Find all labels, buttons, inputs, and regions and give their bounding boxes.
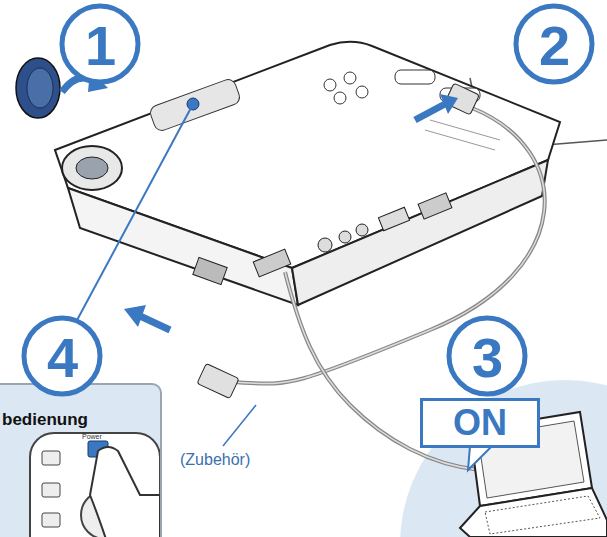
callout-number: 1: [85, 18, 116, 74]
remote-button: [42, 483, 60, 497]
button: [344, 72, 356, 84]
inlet-arrow: [140, 316, 170, 330]
plug-arrow-head: [440, 94, 458, 114]
port: [318, 238, 332, 252]
button: [324, 79, 336, 91]
lens-cap-inner: [27, 68, 53, 108]
speech-tail: [468, 446, 492, 470]
panel-heading: bedienung: [2, 411, 88, 428]
button: [356, 86, 368, 98]
remote-panel: bedienung: [0, 383, 162, 537]
power-button: [187, 98, 199, 110]
inlet-arrow-head: [124, 305, 146, 327]
remote-body: [30, 433, 160, 537]
callout-circle: [62, 6, 138, 82]
port: [378, 207, 409, 230]
plug-arrow: [415, 104, 445, 120]
port: [339, 231, 351, 243]
finger: [90, 447, 160, 537]
speaker-grille: [418, 193, 452, 219]
lens-cap: [16, 58, 60, 118]
button: [395, 70, 435, 84]
accessory-label: (Zubehör): [180, 452, 250, 468]
iec-plug: [197, 363, 239, 398]
button-label: Power: [82, 433, 102, 440]
remote-button: [42, 513, 60, 527]
lens: [62, 146, 122, 190]
laptop-keyboard: [485, 496, 600, 534]
leader-line: [76, 106, 192, 322]
laptop-base: [460, 488, 607, 537]
callout-number: 3: [472, 330, 503, 386]
remote-control: [0, 385, 160, 537]
remote-button: [42, 451, 60, 465]
callout-circle: [516, 6, 592, 82]
projector-front: [68, 188, 298, 305]
button: [334, 92, 346, 104]
callout-number: 4: [47, 330, 78, 386]
bubble-text: ON: [453, 405, 507, 441]
callout-circle: [449, 318, 525, 394]
callout-number: 2: [539, 18, 570, 74]
vent: [425, 120, 500, 150]
speech-bubble: ON: [420, 398, 540, 448]
lens-glass: [76, 157, 108, 179]
leader-line: [223, 405, 256, 446]
port: [356, 224, 368, 236]
power-panel: [148, 77, 241, 132]
power-inlet: [193, 257, 227, 284]
projector-side: [292, 160, 548, 305]
